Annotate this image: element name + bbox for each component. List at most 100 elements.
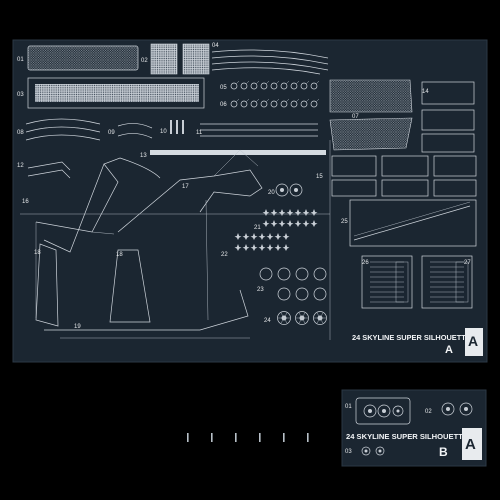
clip-part	[230, 82, 238, 90]
part-24-wheels	[277, 311, 327, 325]
part-number: 27	[464, 260, 471, 266]
clip-part	[282, 244, 290, 251]
part-number: 23	[257, 287, 264, 293]
part-07-mesh-upper	[329, 79, 413, 113]
clip-part	[282, 233, 290, 240]
pin-icon	[187, 433, 189, 442]
clip-part	[302, 220, 310, 227]
clip-part	[310, 82, 318, 90]
part-number: 10	[160, 129, 167, 135]
part-03-long-grille	[35, 84, 199, 102]
part-06-clips	[230, 98, 320, 108]
clip-part	[250, 244, 258, 251]
brand-logo-icon: A	[465, 436, 476, 453]
part-number: 26	[362, 260, 369, 266]
part-17-body-panel	[117, 149, 263, 233]
part-number: 11	[196, 130, 203, 136]
clip-part	[262, 209, 270, 216]
clip-part	[266, 233, 274, 240]
part-15-rectangles	[331, 155, 477, 197]
clip-part	[310, 220, 318, 227]
clip-part	[310, 209, 318, 216]
part-number: 12	[17, 163, 24, 169]
clip-part	[234, 244, 242, 251]
clip-part	[310, 100, 318, 108]
wheel-part	[313, 311, 327, 325]
clip-part	[262, 220, 270, 227]
wheel-part	[295, 311, 309, 325]
part-number: 02	[141, 58, 148, 64]
pin-icon	[211, 433, 213, 442]
clip-part	[274, 244, 282, 251]
sheet-b-logo: A	[462, 428, 482, 460]
part-26-vent	[361, 255, 413, 309]
clip-part	[290, 82, 298, 90]
clip-part	[250, 233, 258, 240]
clip-part	[300, 100, 308, 108]
part-22-clips	[234, 233, 290, 251]
part-07-mesh-lower	[329, 117, 413, 151]
part-number: 25	[341, 219, 348, 225]
part-20-gauges	[275, 183, 303, 197]
clip-part	[274, 233, 282, 240]
part-10-pins	[170, 120, 184, 134]
ring-part	[295, 267, 309, 281]
part-01-mesh-grille	[27, 45, 139, 71]
part-09-brackets	[117, 123, 153, 139]
part-05-clips	[230, 80, 320, 90]
clip-part	[270, 82, 278, 90]
clip-part	[270, 220, 278, 227]
clip-part	[286, 220, 294, 227]
part-number: 01	[345, 404, 352, 410]
sheet-a: 01 02 03 04 05 06 07 08 09 10 11 12 13 1…	[12, 39, 488, 363]
clip-part	[278, 220, 286, 227]
sheet-b-title: 24 SKYLINE SUPER SILHOUETTE	[346, 432, 468, 441]
part-02-grille-left	[150, 43, 178, 75]
part-02-grille-right	[182, 43, 210, 75]
part-number: 22	[221, 252, 228, 258]
clip-part	[258, 244, 266, 251]
loose-pins	[187, 433, 309, 442]
sheet-a-title: 24 SKYLINE SUPER SILHOUETTE	[352, 333, 471, 342]
clip-part	[286, 209, 294, 216]
part-19-sill	[44, 289, 250, 339]
part-number: 24	[264, 318, 271, 324]
part-b01-gauge-panel	[355, 397, 411, 425]
clip-part	[258, 233, 266, 240]
clip-part	[294, 220, 302, 227]
clip-part	[242, 233, 250, 240]
pin-icon	[235, 433, 237, 442]
part-03-long-frame	[27, 77, 205, 109]
part-16-body-panel	[35, 157, 161, 318]
part-number: 14	[422, 89, 429, 95]
clip-part	[266, 244, 274, 251]
clip-part	[242, 244, 250, 251]
part-14-frames	[421, 81, 475, 153]
pin-icon	[259, 433, 261, 442]
clip-part	[260, 100, 268, 108]
clip-part	[290, 100, 298, 108]
clip-part	[250, 82, 258, 90]
clip-part	[230, 100, 238, 108]
ring-part	[277, 287, 291, 301]
part-number: 04	[212, 43, 219, 49]
part-b02-gauges	[441, 402, 473, 416]
part-18-side-panels	[35, 243, 151, 327]
part-11-rods	[200, 123, 318, 137]
part-number: 03	[345, 449, 352, 455]
part-number: 01	[17, 57, 24, 63]
clip-part	[302, 209, 310, 216]
part-number: 17	[182, 184, 189, 190]
brand-logo-icon: A	[468, 333, 478, 349]
part-number: 21	[254, 225, 261, 231]
ring-part	[259, 267, 273, 281]
sheet-a-part-numbers: 01 02 03 04 05 06 07 08 09 10 11 12 13 1…	[17, 43, 471, 330]
sprue-lines	[20, 140, 331, 340]
part-number: 18	[34, 250, 41, 256]
part-number: 18	[116, 252, 123, 258]
clip-part	[250, 100, 258, 108]
sheet-b-letter: B	[439, 445, 448, 459]
part-b03-rings	[361, 446, 385, 456]
ring-part	[313, 267, 327, 281]
clip-part	[240, 82, 248, 90]
